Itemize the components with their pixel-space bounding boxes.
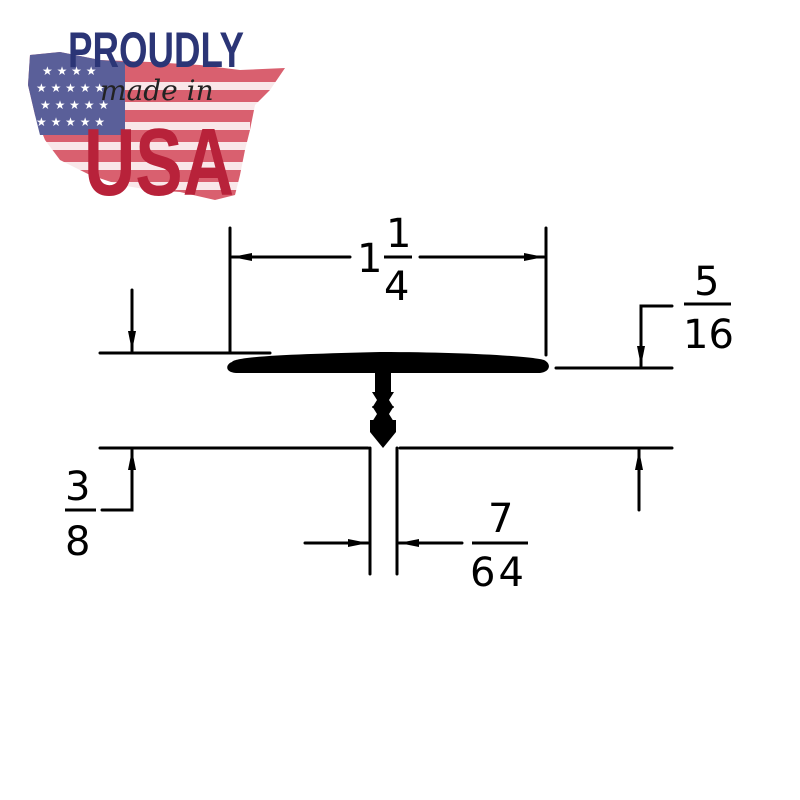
t-molding-profile — [227, 352, 549, 448]
stem-depth-denominator: 8 — [65, 519, 90, 565]
width-numerator: 1 — [386, 211, 411, 257]
width-label: 1 1 4 — [357, 211, 412, 310]
width-whole: 1 — [357, 236, 382, 282]
logo-usa-text: USA — [84, 109, 234, 216]
logo-made-in-text: made in — [100, 74, 214, 107]
logo-proudly-text: PROUDLY — [68, 22, 244, 78]
cap-thickness-denominator: 16 — [683, 312, 734, 358]
stem-width-denominator: 64 — [470, 550, 527, 596]
stem-width-numerator: 7 — [488, 496, 513, 542]
svg-text:★ ★ ★ ★ ★: ★ ★ ★ ★ ★ — [36, 115, 105, 129]
svg-text:★ ★ ★ ★ ★: ★ ★ ★ ★ ★ — [36, 81, 105, 95]
stem-depth-numerator: 3 — [65, 464, 90, 510]
width-denominator: 4 — [384, 264, 409, 310]
stem-depth-label: 3 8 — [65, 464, 96, 565]
svg-text:★ ★ ★ ★: ★ ★ ★ ★ — [42, 64, 96, 78]
proudly-made-in-usa-logo: ★ ★ ★ ★ ★ ★ ★ ★ ★ ★ ★ ★ ★ ★ ★ ★ ★ ★ ★ PR… — [28, 22, 285, 216]
stem-depth-leader — [100, 488, 134, 512]
stem-width-label: 7 64 — [470, 496, 528, 596]
cap-thickness-leader — [639, 304, 674, 332]
svg-text:★ ★ ★ ★ ★: ★ ★ ★ ★ ★ — [40, 98, 109, 112]
cap-thickness-label: 5 16 — [683, 259, 734, 358]
usa-map-flag-icon: ★ ★ ★ ★ ★ ★ ★ ★ ★ ★ ★ ★ ★ ★ ★ ★ ★ ★ ★ — [28, 52, 285, 200]
cap-thickness-numerator: 5 — [694, 259, 719, 305]
